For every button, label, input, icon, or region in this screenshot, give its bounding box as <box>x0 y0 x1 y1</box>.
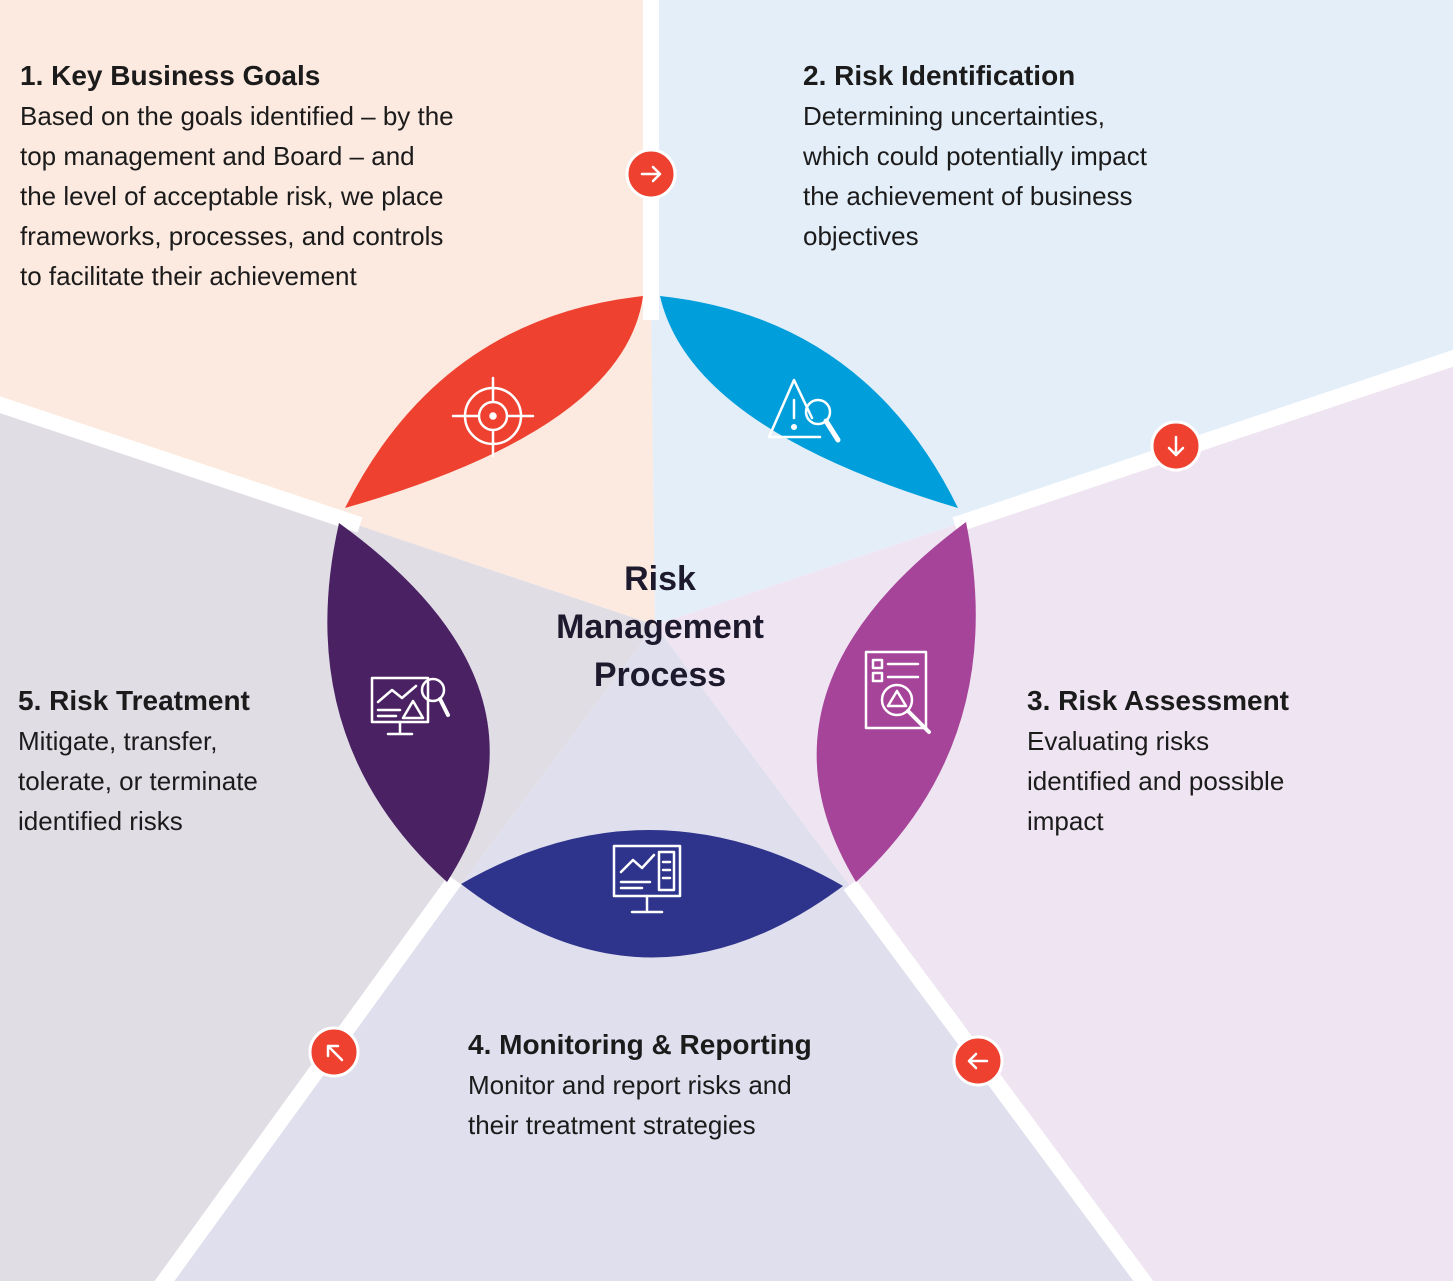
step-description: Monitor and report risks and their treat… <box>468 1070 792 1140</box>
warning-search-icon <box>767 378 841 443</box>
sector-risk-treatment <box>0 405 655 1281</box>
petal-risk-assessment <box>816 522 976 882</box>
step-description: Evaluating risks identified and possible… <box>1027 726 1285 836</box>
arrow-up-left-icon <box>308 1026 360 1078</box>
step-key-business-goals: 1. Key Business Goals Based on the goals… <box>20 56 580 296</box>
arrow-left-icon <box>952 1035 1004 1087</box>
arrow-right-icon <box>625 148 677 200</box>
monitor-warning-search-icon <box>370 676 450 736</box>
petal-risk-identification <box>660 296 958 508</box>
arrow-down-icon <box>1150 420 1202 472</box>
target-icon <box>451 376 535 458</box>
step-title: 5. Risk Treatment <box>18 685 250 716</box>
monitor-report-icon <box>612 844 682 914</box>
step-title: 4. Monitoring & Reporting <box>468 1029 812 1060</box>
step-description: Determining uncertainties, which could p… <box>803 101 1147 251</box>
petal-risk-treatment <box>327 523 490 882</box>
sector-key-business-goals <box>0 0 655 625</box>
step-title: 1. Key Business Goals <box>20 60 321 91</box>
step-risk-identification: 2. Risk Identification Determining uncer… <box>803 56 1323 256</box>
step-risk-treatment: 5. Risk Treatment Mitigate, transfer, to… <box>18 681 338 841</box>
document-analysis-icon <box>864 650 931 734</box>
step-description: Mitigate, transfer, tolerate, or termina… <box>18 726 258 836</box>
step-title: 3. Risk Assessment <box>1027 685 1289 716</box>
step-description: Based on the goals identified – by the t… <box>20 101 454 291</box>
center-title: Risk Management Process <box>556 560 764 694</box>
step-monitoring-reporting: 4. Monitoring & Reporting Monitor and re… <box>468 1025 928 1145</box>
step-title: 2. Risk Identification <box>803 60 1076 91</box>
sector-risk-assessment <box>655 358 1453 1281</box>
petal-monitoring-reporting <box>461 829 843 958</box>
step-risk-assessment: 3. Risk Assessment Evaluating risks iden… <box>1027 681 1427 841</box>
